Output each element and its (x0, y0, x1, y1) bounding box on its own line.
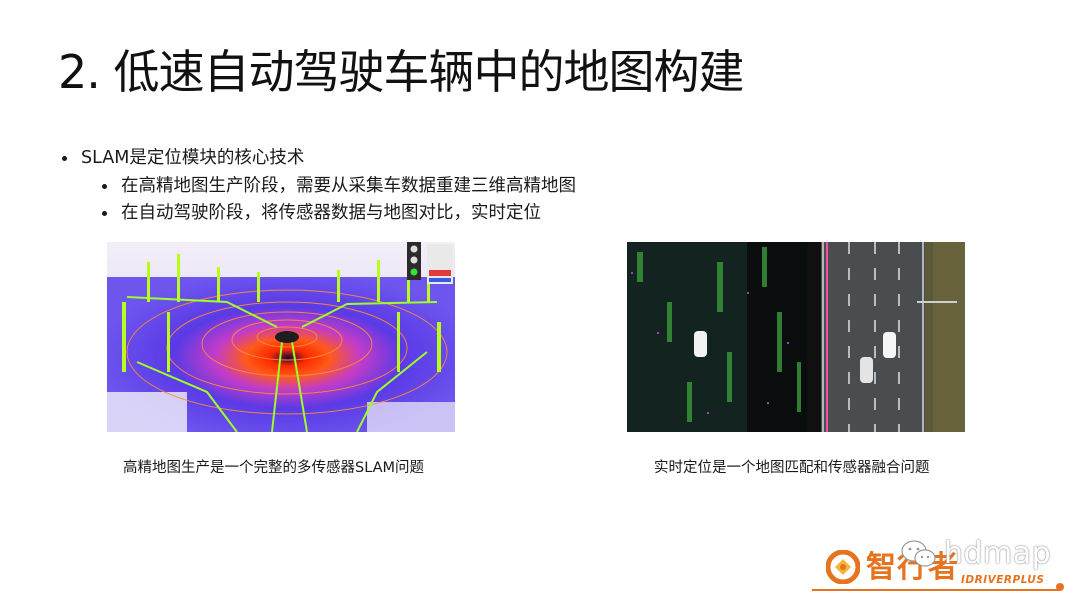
lidar-pointcloud-image (107, 242, 455, 432)
brand-underline (812, 589, 1060, 591)
bullet-dot-icon (102, 211, 107, 216)
idriverplus-logo-icon (826, 550, 860, 584)
bullet-sub-text: 在高精地图生产阶段，需要从采集车数据重建三维高精地图 (121, 176, 576, 196)
bullet-sub-text: 在自动驾驶阶段，将传感器数据与地图对比，实时定位 (121, 203, 541, 223)
wechat-icon (901, 539, 936, 567)
figure-caption-right: 实时定位是一个地图匹配和传感器融合问题 (654, 460, 930, 476)
watermark-text: hdmap (944, 536, 1052, 571)
bullet-sub-1: 在高精地图生产阶段，需要从采集车数据重建三维高精地图 (102, 174, 576, 199)
figure-caption-left: 高精地图生产是一个完整的多传感器SLAM问题 (123, 460, 425, 476)
bullet-dot-icon (62, 156, 67, 161)
slide-title: 2. 低速自动驾驶车辆中的地图构建 (58, 45, 745, 99)
brand-name-en: IDRIVERPLUS (961, 574, 1045, 586)
aerial-road-image (627, 242, 965, 432)
bullet-sub-2: 在自动驾驶阶段，将传感器数据与地图对比，实时定位 (102, 201, 576, 226)
bullet-list: SLAM是定位模块的核心技术 在高精地图生产阶段，需要从采集车数据重建三维高精地… (62, 146, 576, 228)
bullet-dot-icon (102, 184, 107, 189)
bullet-main-text: SLAM是定位模块的核心技术 (81, 148, 305, 168)
brand-dot (1056, 583, 1064, 591)
bullet-main: SLAM是定位模块的核心技术 (62, 146, 576, 171)
watermark: hdmap (900, 536, 1051, 571)
